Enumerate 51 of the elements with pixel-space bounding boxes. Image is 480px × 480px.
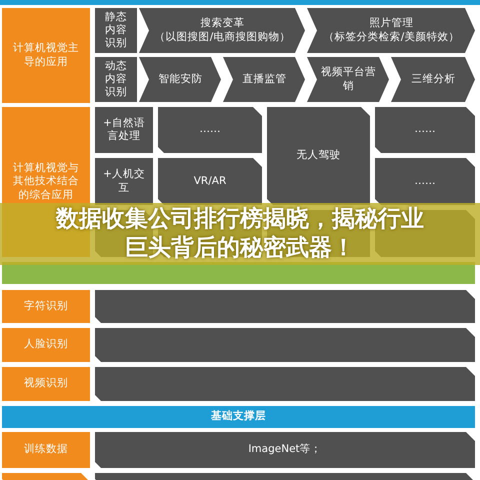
tech-box	[95, 158, 153, 205]
category-label	[2, 432, 90, 468]
node-label: 视频识别	[24, 377, 68, 391]
node-label: 人脸识别	[24, 338, 68, 352]
category-label	[2, 290, 90, 323]
node-label: +自然语言处理	[102, 116, 146, 144]
node-label: 计算机视觉主导的应用	[12, 42, 80, 69]
chevron-step	[139, 8, 305, 53]
node-label: ……	[414, 174, 436, 188]
node-label: 计算机视觉与其他技术结合的综合应用	[12, 162, 80, 202]
node-label: 视频平台营销	[320, 66, 377, 93]
node-label: 字符识别	[24, 300, 68, 314]
description-bar	[95, 367, 475, 401]
application-box	[267, 107, 370, 205]
node-label: ImageNet等；	[248, 443, 322, 457]
node-subtitle: （以图搜图/电商搜图购物）	[154, 30, 290, 44]
node-label: 动态内容识别	[104, 60, 128, 100]
application-box	[375, 158, 475, 205]
node-label: 静态内容识别	[104, 10, 128, 50]
node-label: 基础支撑层	[211, 410, 266, 424]
category-label	[2, 328, 90, 362]
node-subtitle: （标签分类检索/美颜特效）	[324, 30, 460, 44]
category-panel	[2, 8, 90, 103]
stage-box	[95, 8, 137, 53]
node-label: VR/AR	[194, 174, 226, 188]
node-label: ……	[414, 123, 436, 137]
chevron-step	[307, 57, 389, 102]
chevron-step	[307, 8, 475, 53]
layer-band	[2, 406, 475, 428]
description-bar	[95, 432, 475, 468]
description-bar	[95, 328, 475, 362]
node-label: 直播监管	[242, 72, 286, 86]
chevron-step	[139, 57, 221, 102]
node-label: 搜索变革	[200, 17, 244, 30]
title-banner: 数据收集公司排行榜揭晓，揭秘行业巨头背后的秘密武器！	[0, 203, 480, 265]
description-bar	[95, 290, 475, 323]
application-box	[158, 107, 262, 153]
stage-box	[95, 57, 137, 102]
node-label: +人机交互	[102, 168, 146, 195]
application-box	[375, 107, 475, 153]
node-label: 三维分析	[412, 72, 456, 86]
node-label: ……	[200, 123, 220, 137]
tech-box	[95, 107, 153, 153]
node-label: 训练数据	[24, 443, 68, 457]
node-label: 无人驾驶	[296, 149, 340, 163]
chevron-step	[223, 57, 305, 102]
node-label: 照片管理	[370, 17, 414, 30]
chevron-step	[391, 57, 475, 102]
node-label: 智能安防	[158, 72, 202, 86]
category-label	[2, 367, 90, 401]
application-box	[158, 158, 262, 205]
